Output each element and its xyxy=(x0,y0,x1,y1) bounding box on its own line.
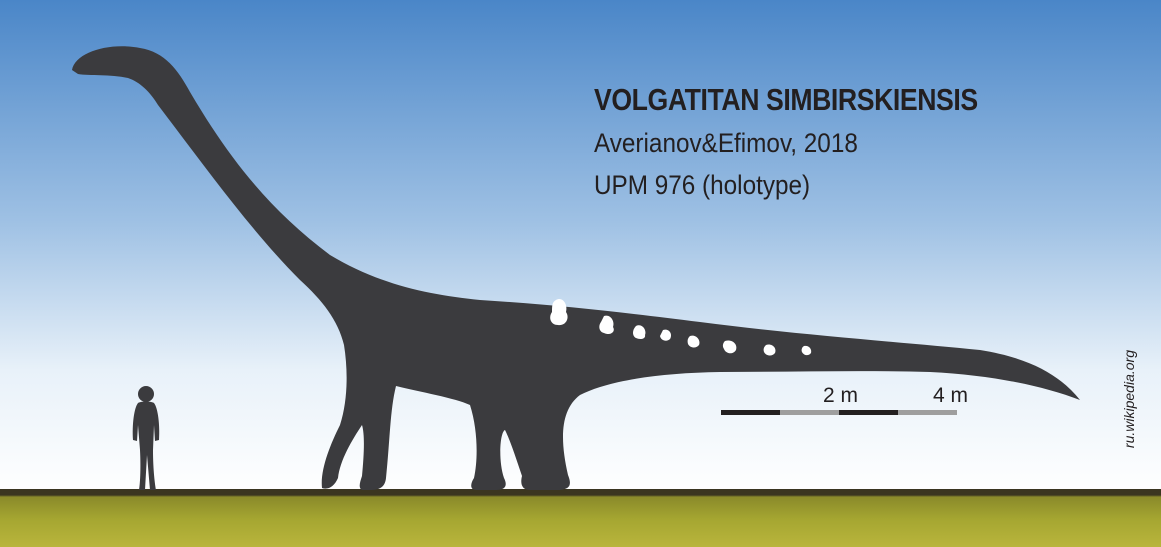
human-scale-silhouette xyxy=(133,386,160,490)
specimen-label: UPM 976 (holotype) xyxy=(594,170,810,201)
scale-bar-segment xyxy=(721,410,780,415)
bone-vertebra-1 xyxy=(550,299,567,325)
scale-label-4m: 4 m xyxy=(933,384,968,408)
source-credit: ru.wikipedia.org xyxy=(1121,350,1137,448)
author-citation: Averianov&Efimov, 2018 xyxy=(594,128,858,159)
species-title: VOLGATITAN SIMBIRSKIENSIS xyxy=(594,82,978,118)
scale-bar xyxy=(721,410,957,415)
scale-bar-segment xyxy=(898,410,957,415)
scale-bar-segment xyxy=(780,410,839,415)
scale-label-2m: 2 m xyxy=(823,384,858,408)
scale-bar-segment xyxy=(839,410,898,415)
